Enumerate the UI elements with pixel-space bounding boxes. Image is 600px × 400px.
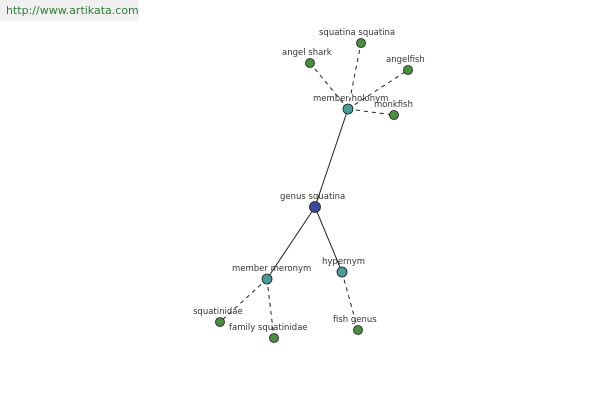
node-marker-genus-squatina[interactable] [309,201,321,213]
node-marker-family-squatinidae[interactable] [269,333,279,343]
node-marker-angelfish[interactable] [403,65,413,75]
node-label-monkfish: monkfish [374,100,413,110]
node-marker-hypernym[interactable] [336,266,348,278]
node-angel-shark[interactable]: angel shark [282,48,332,68]
site-url-watermark: http://www.artikata.com [0,0,139,21]
edge-member-holonym-to-angelfish [347,69,409,110]
node-label-angelfish: angelfish [386,55,425,65]
edge-genus-squatina-to-member-holonym [314,108,349,208]
node-squatinidae[interactable]: squatinidae [193,307,243,327]
node-label-genus-squatina: genus squatina [280,192,345,202]
node-angelfish[interactable]: angelfish [386,55,425,75]
node-member-meronym[interactable]: member meronym [232,264,311,285]
node-marker-member-holonym[interactable] [342,103,354,115]
edge-genus-squatina-to-member-meronym [266,206,316,280]
edge-member-meronym-to-family-squatinidae [266,278,275,339]
graph-edges [219,42,409,339]
node-family-squatinidae[interactable]: family squatinidae [229,323,308,343]
node-label-family-squatinidae: family squatinidae [229,323,308,333]
node-label-angel-shark: angel shark [282,48,332,58]
edge-member-holonym-to-angel-shark [309,62,349,110]
node-fish-genus[interactable]: fish genus [333,315,377,335]
node-marker-fish-genus[interactable] [353,325,363,335]
edge-hypernym-to-fish-genus [341,271,359,331]
node-label-member-holonym: member holonym [313,94,388,104]
node-genus-squatina[interactable]: genus squatina [280,192,345,213]
node-label-squatinidae: squatinidae [193,307,243,317]
node-label-member-meronym: member meronym [232,264,311,274]
edge-genus-squatina-to-hypernym [314,206,343,273]
node-marker-squatina-squatina[interactable] [356,38,366,48]
node-marker-angel-shark[interactable] [305,58,315,68]
node-label-squatina-squatina: squatina squatina [319,28,395,38]
node-label-fish-genus: fish genus [333,315,377,325]
node-label-hypernym: hypernym [322,257,365,267]
node-monkfish[interactable]: monkfish [374,100,413,120]
edge-member-meronym-to-squatinidae [219,278,268,323]
graph-nodes: genus squatina member holonym member meron… [193,28,425,343]
node-marker-monkfish[interactable] [389,110,399,120]
edge-member-holonym-to-squatina-squatina [347,42,362,110]
node-squatina-squatina[interactable]: squatina squatina [319,28,395,48]
node-marker-squatinidae[interactable] [215,317,225,327]
node-member-holonym[interactable]: member holonym [313,94,388,115]
node-marker-member-meronym[interactable] [261,273,273,285]
node-hypernym[interactable]: hypernym [322,257,365,278]
